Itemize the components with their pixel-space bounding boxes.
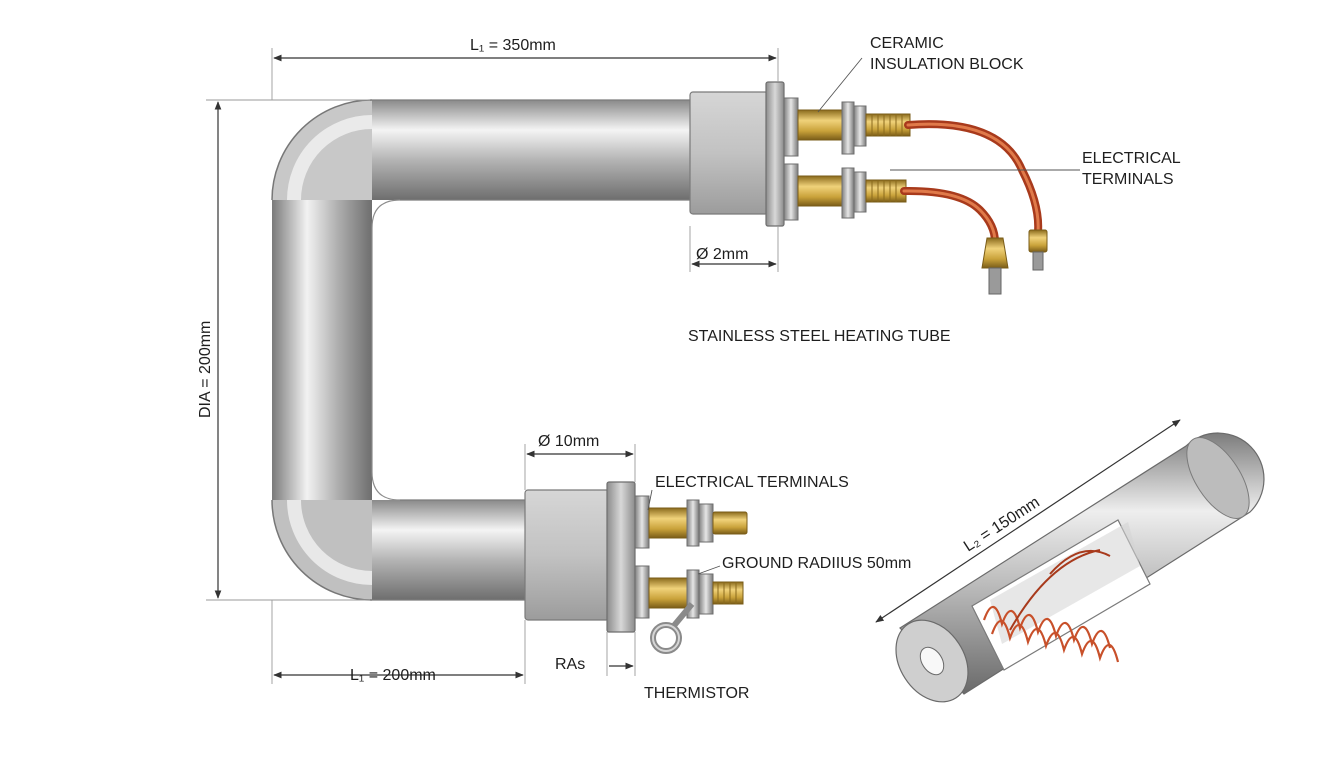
label-electrical-terminals-bottom: ELECTRICAL TERMINALS [655, 474, 849, 491]
label-dia: DIA = 200mm [197, 321, 214, 418]
dimension-lines [206, 48, 1181, 684]
label-ceramic-line1: CERAMIC [870, 35, 944, 52]
wire-lower [900, 186, 999, 246]
u-tube [271, 99, 702, 601]
cutaway-cylinder [895, 432, 1265, 703]
bottom-terminal-upper [634, 495, 748, 549]
tube-bottom-run [370, 500, 530, 600]
label-thermistor: THERMISTOR [644, 685, 749, 702]
top-terminal-upper [783, 97, 911, 157]
tube-top-bend [272, 100, 372, 200]
label-l1-top: L₁ = 350mm [470, 37, 556, 54]
label-diameter-10mm: Ø 10mm [538, 433, 599, 450]
ceramic-insulation-block-top [689, 91, 769, 215]
leader-lines [647, 57, 1080, 575]
flange-top [765, 81, 785, 227]
tube-top-run [370, 100, 700, 200]
bottom-terminal-assembly [524, 481, 748, 654]
label-ground-radius: GROUND RADIIUS 50mm [722, 555, 911, 572]
label-stainless-tube: STAINLESS STEEL HEATING TUBE [688, 328, 951, 345]
label-electrical-terminals-top-line1: ELECTRICAL [1082, 150, 1181, 167]
label-electrical-terminals-top-line2: TERMINALS [1082, 171, 1174, 188]
ring-terminal [650, 602, 695, 654]
label-diameter-2mm: Ø 2mm [696, 246, 748, 263]
wire-connector-lower [981, 237, 1009, 295]
label-ceramic-line2: INSULATION BLOCK [870, 56, 1024, 73]
tube-vertical-run [272, 198, 372, 502]
flange-bottom [606, 481, 636, 633]
label-l1-bottom: L₁ = 200mm [350, 667, 436, 684]
tube-inner-space [372, 200, 702, 500]
wire-connector-upper [1028, 229, 1048, 271]
tube-bottom-bend [272, 500, 372, 600]
top-terminal-lower [783, 163, 907, 221]
wire-upper [904, 120, 1043, 236]
top-terminal-assembly [689, 81, 1048, 295]
ceramic-insulation-block-bottom [524, 489, 610, 621]
label-ras: RAs [555, 656, 585, 673]
